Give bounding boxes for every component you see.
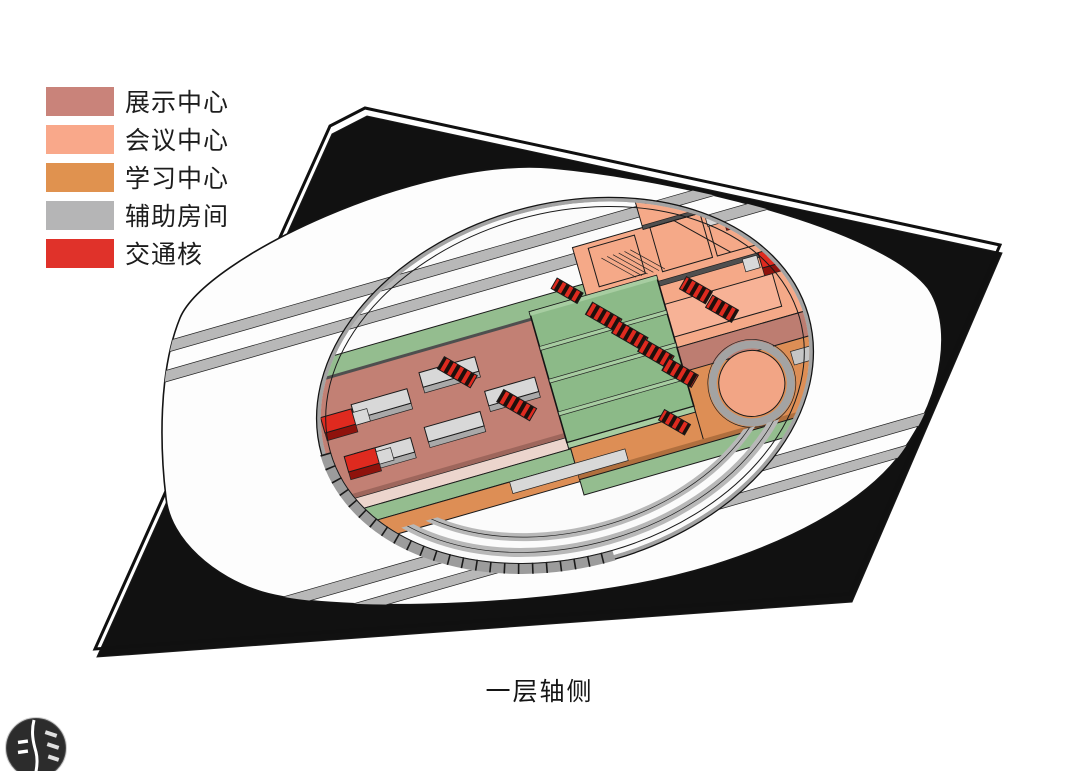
drawing-caption: 一层轴侧 bbox=[485, 678, 594, 706]
legend-item-conference: 会议中心 bbox=[46, 124, 230, 155]
curved-apron-edge bbox=[388, 415, 793, 553]
learning-edge bbox=[578, 399, 842, 480]
exhibition-top-wall bbox=[299, 317, 534, 388]
courtyard-outer bbox=[707, 339, 797, 428]
legend-swatch-learning bbox=[46, 162, 114, 192]
partition-wall bbox=[673, 220, 732, 253]
seal-mark bbox=[46, 742, 60, 750]
lower-rim-aprons bbox=[388, 415, 797, 557]
stair-runs bbox=[436, 275, 740, 436]
curved-apron-edge bbox=[388, 415, 775, 538]
court-steps bbox=[601, 249, 666, 278]
stair-run bbox=[704, 294, 740, 323]
seal-fuzz bbox=[5, 717, 67, 771]
legend-item-exhibition: 展示中心 bbox=[46, 86, 230, 117]
seal-mark bbox=[47, 754, 60, 762]
stair-run bbox=[661, 357, 700, 389]
ink-seal-logo bbox=[5, 717, 67, 771]
legend-label: 学习中心 bbox=[125, 165, 230, 193]
courtyard-floor bbox=[718, 349, 786, 417]
core-box bbox=[343, 447, 395, 481]
stair-run bbox=[550, 277, 584, 305]
core-box bbox=[319, 408, 371, 442]
exhibition-edge bbox=[332, 432, 568, 505]
legend-item-learning: 学习中心 bbox=[46, 162, 230, 193]
aux-box bbox=[351, 408, 371, 426]
legend-swatch-auxiliary bbox=[46, 200, 114, 230]
seal-mark bbox=[17, 739, 29, 745]
courtyard-ring bbox=[708, 340, 795, 427]
conference-room bbox=[649, 212, 714, 273]
rim-segment-wall bbox=[320, 452, 616, 574]
site-plate-top bbox=[92, 106, 1003, 651]
legend-item-auxiliary: 辅助房间 bbox=[46, 200, 230, 231]
stair-run bbox=[436, 355, 478, 389]
courtyard bbox=[707, 339, 797, 428]
legend-label: 交通核 bbox=[125, 241, 204, 269]
opening-inner-edge bbox=[325, 206, 805, 564]
stair-run bbox=[657, 408, 692, 436]
aux-box bbox=[423, 410, 487, 449]
conference-room bbox=[587, 234, 647, 288]
seal-mark bbox=[44, 730, 58, 738]
stair-run bbox=[496, 388, 538, 422]
legend-item-core: 交通核 bbox=[46, 238, 229, 269]
legend-label: 辅助房间 bbox=[125, 203, 230, 231]
ramp bbox=[509, 448, 629, 494]
seal-mark bbox=[17, 749, 29, 755]
aux-box bbox=[375, 447, 395, 465]
legend: 展示中心 会议中心 学习中心 辅助房间 交通核 bbox=[46, 86, 229, 276]
learning-zone bbox=[509, 331, 842, 494]
legend-swatch-core bbox=[46, 238, 114, 268]
stair-run bbox=[678, 275, 714, 305]
legend-label: 会议中心 bbox=[125, 127, 230, 155]
legend-swatch-conference bbox=[46, 124, 114, 154]
platform-riser bbox=[538, 309, 668, 351]
platform-riser bbox=[529, 275, 658, 316]
legend-swatch-exhibition bbox=[46, 86, 114, 116]
legend-label: 展示中心 bbox=[125, 89, 230, 117]
seal-brush-slash bbox=[31, 719, 39, 771]
opening-outer-edge bbox=[315, 196, 815, 574]
aux-box bbox=[741, 254, 761, 273]
